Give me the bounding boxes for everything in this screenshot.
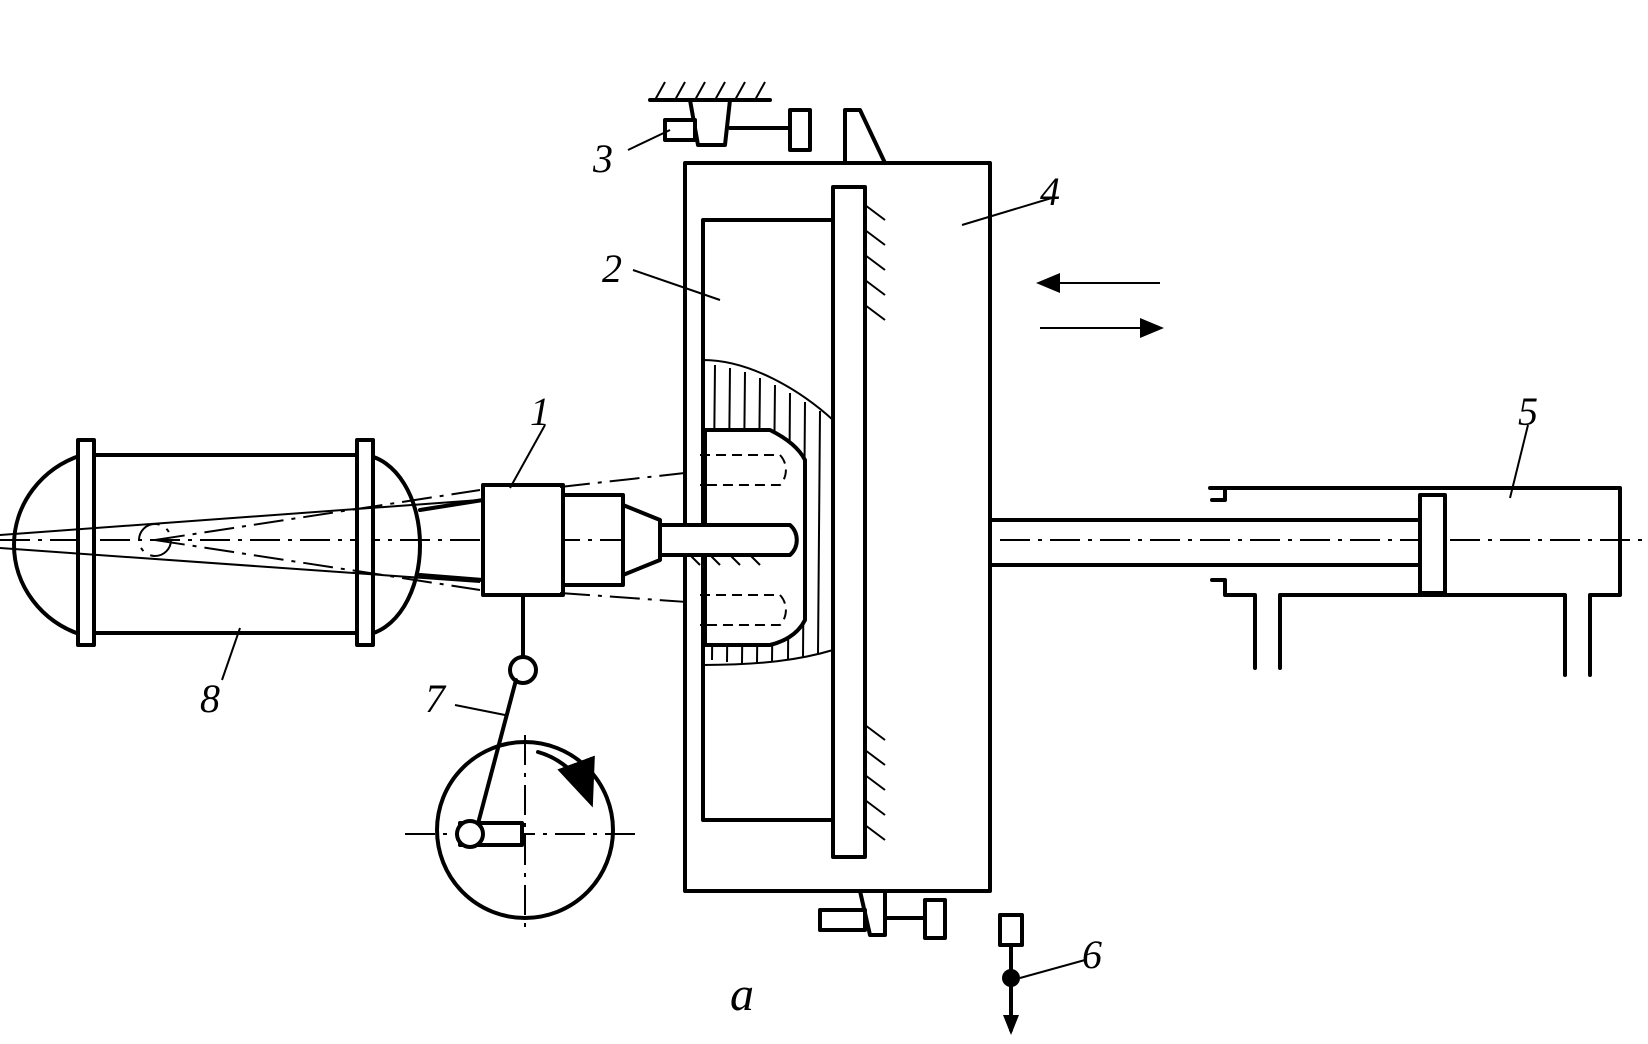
label-1: 1 [530,389,550,434]
rotation-arrow [536,750,595,808]
label-3: 3 [592,136,613,181]
indicator-6 [998,913,1024,1035]
label-7: 7 [425,676,447,721]
light-ray-upper [0,499,481,536]
bottom-clamp [818,889,947,940]
hydraulic-cylinder [988,486,1622,677]
hatch-guide-bottom [863,718,886,852]
top-clamp [648,81,887,165]
hatch-guide-top [863,198,886,322]
label-6: 6 [1082,932,1102,977]
figure-caption: a [730,968,754,1021]
label-4: 4 [1040,169,1060,214]
casting-shell [702,358,834,667]
crank-mechanism [405,593,635,930]
mold-frame [658,161,992,893]
cylinder-piston [1418,493,1447,595]
label-2: 2 [602,246,622,291]
lamp-housing [0,438,481,647]
label-8: 8 [200,676,220,721]
light-ray-lower [0,547,481,583]
label-5: 5 [1518,389,1538,434]
